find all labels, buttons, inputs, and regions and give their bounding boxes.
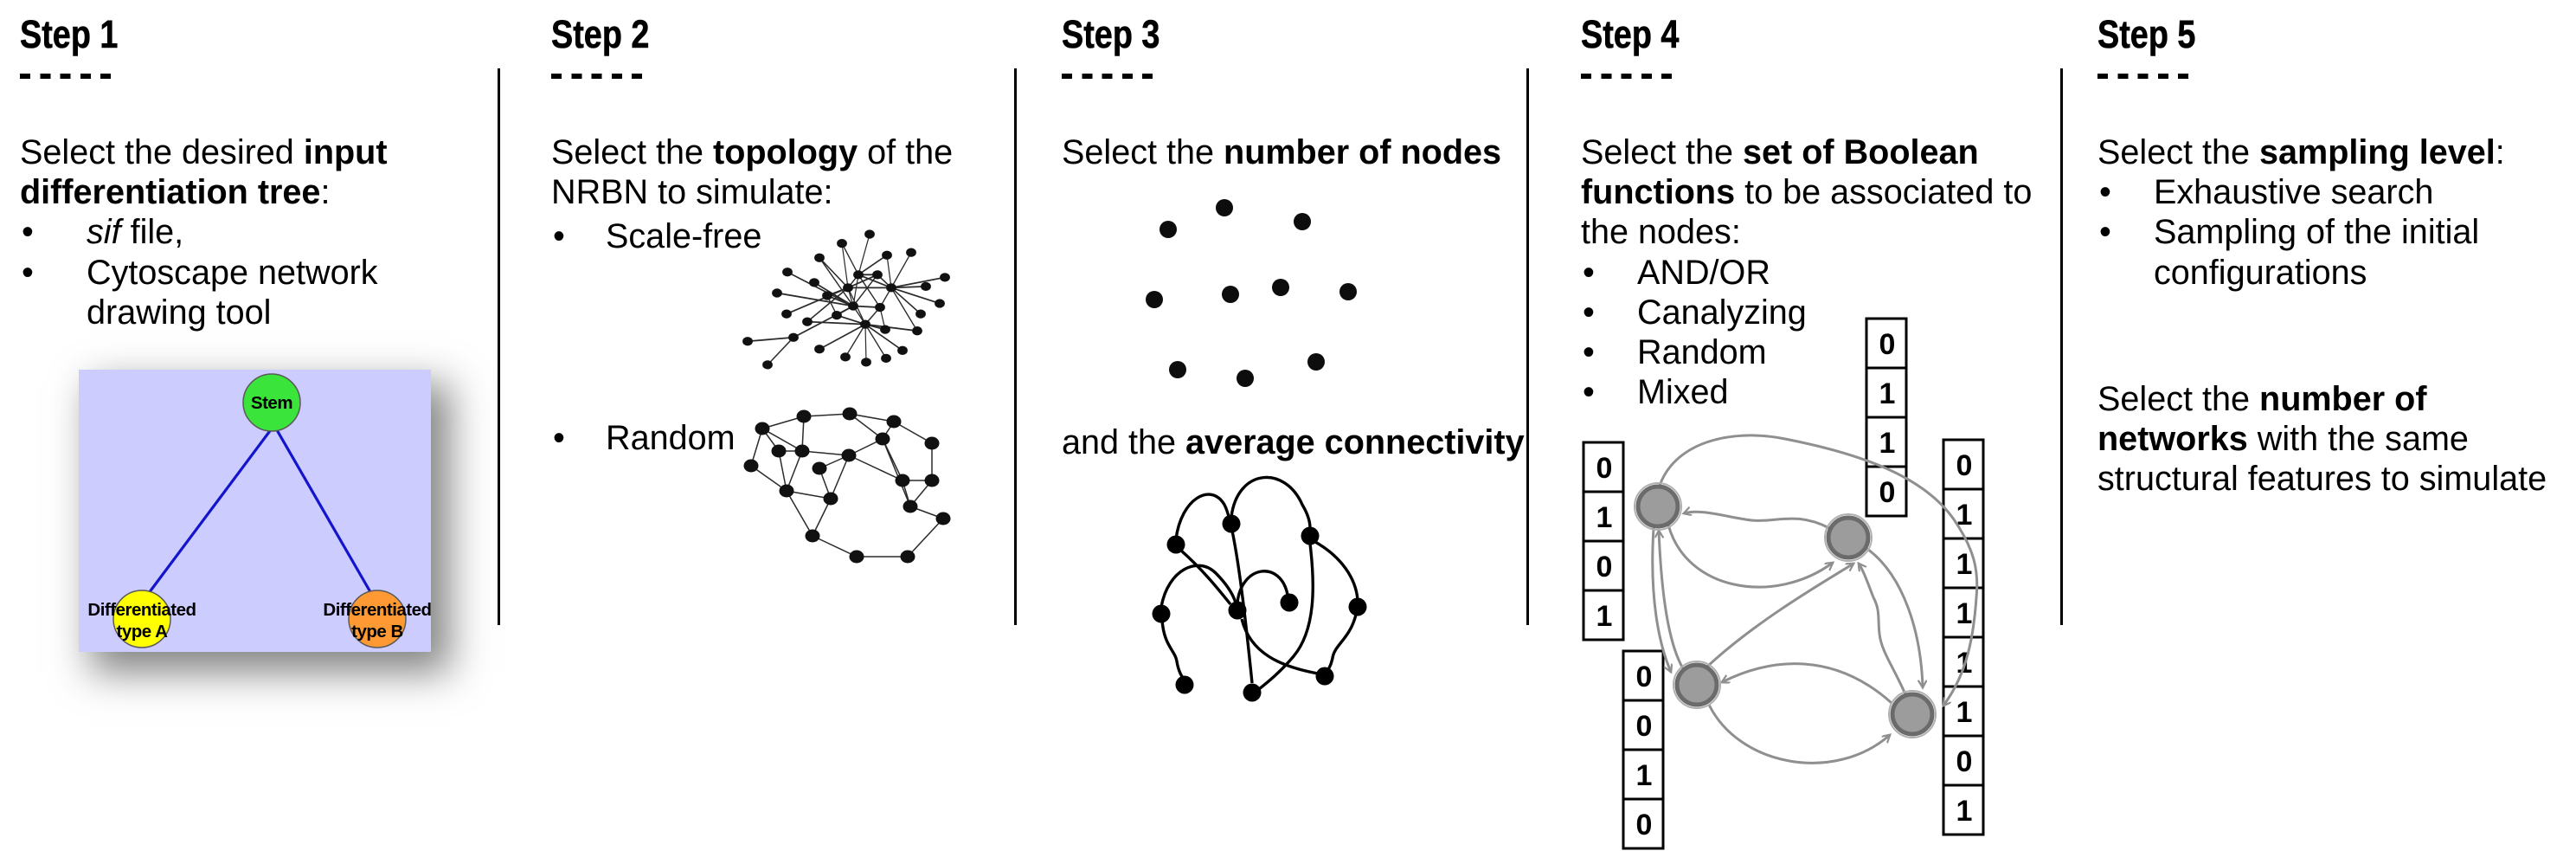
svg-text:1: 1 (1596, 501, 1613, 534)
svg-text:1: 1 (1956, 548, 1973, 581)
svg-text:1: 1 (1879, 427, 1896, 460)
svg-text:1: 1 (1956, 795, 1973, 828)
svg-text:0: 0 (1956, 745, 1973, 778)
svg-text:1: 1 (1879, 377, 1896, 410)
svg-text:1: 1 (1636, 759, 1653, 792)
svg-text:Differentiated: Differentiated (87, 600, 196, 620)
svg-text:Differentiated: Differentiated (323, 600, 431, 620)
svg-text:0: 0 (1596, 551, 1613, 583)
svg-text:0: 0 (1956, 449, 1973, 482)
svg-text:1: 1 (1956, 597, 1973, 630)
svg-text:1: 1 (1956, 696, 1973, 729)
svg-text:1: 1 (1956, 499, 1973, 532)
svg-text:0: 0 (1879, 476, 1896, 509)
svg-text:0: 0 (1636, 809, 1653, 841)
svg-text:0: 0 (1596, 452, 1613, 485)
svg-text:0: 0 (1636, 661, 1653, 693)
svg-text:1: 1 (1596, 600, 1613, 633)
svg-text:0: 0 (1879, 328, 1896, 361)
svg-text:Stem: Stem (251, 393, 292, 413)
svg-text:0: 0 (1636, 710, 1653, 743)
svg-text:type A: type A (117, 622, 169, 641)
svg-text:type B: type B (351, 622, 403, 641)
